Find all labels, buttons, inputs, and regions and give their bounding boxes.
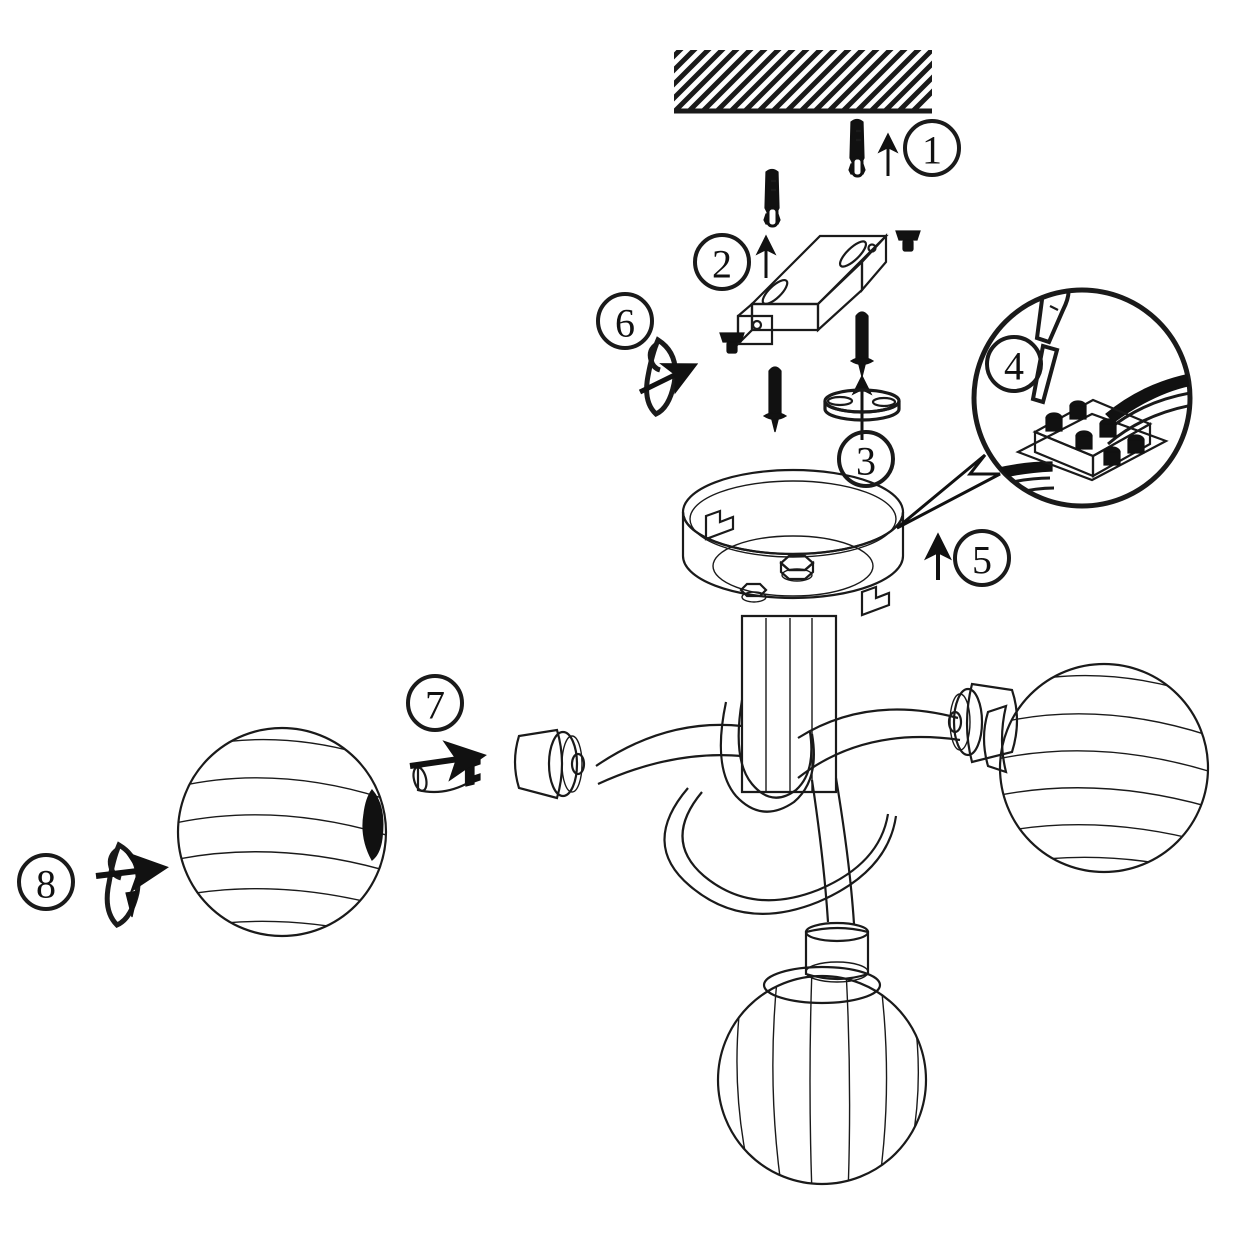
step-label-3: 3: [856, 439, 876, 484]
keyhole-slot-left: [704, 509, 735, 541]
fixture-stem: [740, 614, 838, 794]
arm-loop-outer-left: [719, 701, 815, 813]
wall-anchor-lower: [763, 168, 781, 228]
magnifier-circle: [971, 287, 1193, 509]
globe-right-installed: [982, 662, 1210, 874]
spring-retaining-clip: [638, 336, 699, 417]
terminal-screws: [1045, 400, 1145, 466]
step-circle-6: [596, 292, 654, 350]
globe-bottom-neck: [762, 965, 882, 1005]
arm-right-bottom: [797, 735, 961, 779]
wall-anchor-upper: [848, 118, 866, 178]
fixture-arms: [595, 699, 961, 925]
arm-loop-large-outer: [663, 787, 898, 915]
wood-screw-right: [849, 311, 875, 378]
rotation-indicator: [125, 890, 139, 918]
step-circle-1: [903, 119, 961, 177]
bracket-slot-left: [761, 278, 789, 306]
globe-bottom-installed: [716, 965, 928, 1186]
step-label-5: 5: [972, 538, 992, 583]
step6-arrow: [638, 363, 699, 395]
ceiling-canopy-cup: [681, 468, 905, 617]
decorative-disc: [823, 388, 901, 422]
step-circle-5: [953, 529, 1011, 587]
callout-cone: [896, 453, 1001, 530]
shade-mount-clip: [95, 841, 169, 928]
step-label-7: 7: [425, 683, 445, 728]
step-label-6: 6: [615, 301, 635, 346]
step8-arrow: [95, 851, 169, 894]
terminal-base: [1015, 412, 1169, 482]
arm-right-top: [797, 708, 959, 739]
machine-screw-left: [719, 332, 745, 354]
mounting-bracket: [736, 233, 889, 347]
arm-left-bottom: [597, 754, 743, 785]
socket-bottom: [804, 921, 870, 983]
step-circle-4: [985, 335, 1043, 393]
canopy-floor: [712, 535, 874, 597]
arm-bottom-right: [834, 777, 856, 925]
step-number-circles: 1 2 3 4 5 6 7 8: [17, 119, 1043, 911]
ceiling-slab: [674, 50, 932, 114]
step-label-8: 8: [36, 862, 56, 907]
globe-left-detached: [176, 726, 388, 938]
step-label-4: 4: [1004, 344, 1024, 389]
bracket-slot-right: [838, 240, 868, 268]
socket-left: [513, 728, 586, 800]
step-label-1: 1: [922, 128, 942, 173]
step-circle-8: [17, 853, 75, 911]
arm-left-top: [595, 723, 743, 767]
step-circle-2: [693, 233, 751, 291]
hex-nut-center: [779, 554, 815, 582]
step-circle-3: [837, 430, 895, 488]
keyhole-slot-right: [860, 585, 891, 617]
wood-screw-left: [762, 366, 788, 433]
arm-loop-inner-left: [737, 699, 813, 799]
arm-bottom-left: [810, 779, 830, 923]
step7-arrow: [409, 740, 487, 782]
arm-loop-large-lower: [681, 791, 890, 902]
machine-screw-right: [895, 230, 921, 252]
step-label-2: 2: [712, 242, 732, 287]
capsule-bulb: [409, 740, 487, 794]
hex-nut-left: [739, 582, 768, 603]
canopy-rim: [681, 468, 905, 556]
step-circle-7: [406, 674, 464, 732]
socket-right: [947, 682, 1019, 764]
